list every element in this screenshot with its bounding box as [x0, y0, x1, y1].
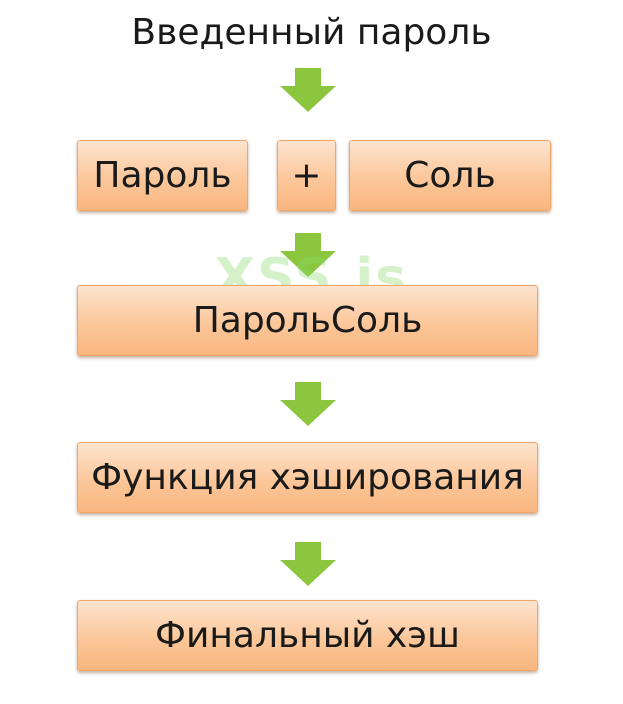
- combined-box: ПарольСоль: [77, 285, 538, 356]
- final-hash-box: Финальный хэш: [77, 600, 538, 671]
- salt-label: Соль: [404, 155, 496, 196]
- password-box: Пароль: [77, 140, 248, 211]
- final-hash-label: Финальный хэш: [154, 615, 460, 656]
- hash-function-label: Функция хэширования: [91, 457, 524, 498]
- diagram-title: Введенный пароль: [131, 12, 492, 53]
- arrow-down-icon: [280, 68, 336, 112]
- plus-label: +: [291, 155, 322, 196]
- combined-label: ПарольСоль: [192, 300, 423, 341]
- plus-box: +: [277, 140, 336, 211]
- arrow-down-icon: [280, 233, 336, 277]
- hash-function-box: Функция хэширования: [77, 442, 538, 513]
- password-label: Пароль: [93, 155, 232, 196]
- arrow-down-icon: [280, 382, 336, 426]
- salt-box: Соль: [349, 140, 551, 211]
- arrow-down-icon: [280, 542, 336, 586]
